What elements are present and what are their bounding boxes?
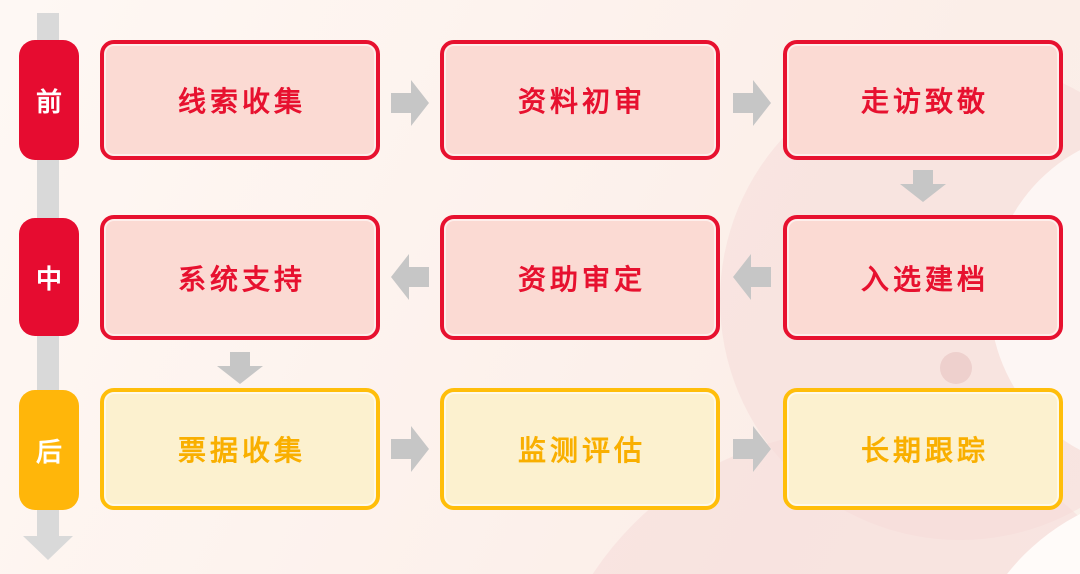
stage-badge-label: 中 [35, 263, 62, 294]
decorative-dot [940, 352, 972, 384]
arrow-right-icon [733, 426, 771, 472]
step-label: 资料初审 [517, 86, 646, 117]
step-box-material-review: 资料初审 [440, 40, 720, 160]
step-label: 资助审定 [517, 263, 646, 295]
step-label: 走访致敬 [860, 86, 989, 117]
step-box-clue-collection: 线索收集 [100, 40, 380, 160]
arrow-down-icon [217, 352, 263, 384]
step-label: 票据收集 [177, 435, 306, 466]
step-box-funding-approval: 资助审定 [440, 215, 720, 340]
stage-badge-pre: 前 [19, 40, 79, 160]
step-box-receipt-collection: 票据收集 [100, 388, 380, 510]
arrow-left-icon [733, 254, 771, 300]
step-label: 长期跟踪 [860, 435, 989, 466]
arrow-right-icon [391, 80, 429, 126]
step-box-system-support: 系统支持 [100, 215, 380, 340]
stage-badge-label: 后 [35, 436, 62, 467]
arrow-right-icon [733, 80, 771, 126]
arrow-right-icon [391, 426, 429, 472]
stage-badge-mid: 中 [19, 218, 79, 336]
step-box-monitoring-evaluation: 监测评估 [440, 388, 720, 510]
arrow-left-icon [391, 254, 429, 300]
stage-badge-label: 前 [35, 86, 62, 117]
step-label: 线索收集 [177, 86, 306, 117]
step-box-visit-tribute: 走访致敬 [783, 40, 1063, 160]
stage-badge-post: 后 [19, 390, 79, 510]
step-label: 入选建档 [860, 263, 989, 295]
step-label: 系统支持 [177, 263, 306, 295]
step-label: 监测评估 [517, 435, 646, 466]
arrow-down-icon [900, 170, 946, 202]
step-box-longterm-tracking: 长期跟踪 [783, 388, 1063, 510]
step-box-selection-filing: 入选建档 [783, 215, 1063, 340]
timeline-arrowhead-down-icon [23, 536, 73, 560]
